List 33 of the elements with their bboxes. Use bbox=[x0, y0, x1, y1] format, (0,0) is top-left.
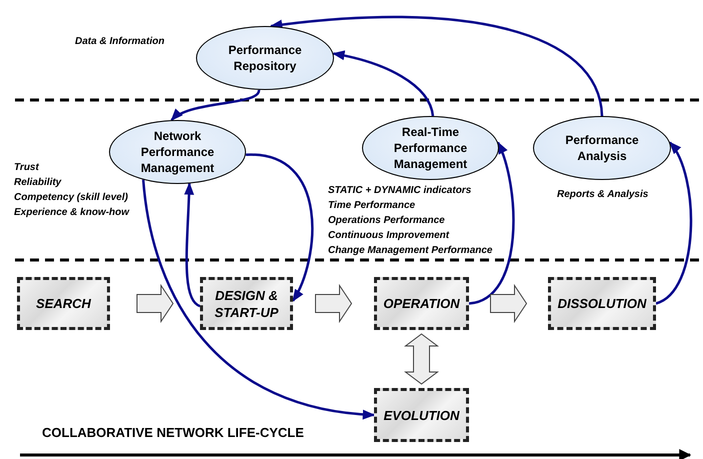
annotation-text: Reliability bbox=[14, 176, 62, 190]
block-arrow bbox=[136, 284, 174, 324]
stage-box: EVOLUTION bbox=[374, 388, 469, 442]
annotation-text: Continuous Improvement bbox=[328, 229, 450, 243]
annotation-text: STATIC + DYNAMIC indicators bbox=[328, 184, 472, 198]
arrow bbox=[246, 154, 314, 302]
arrow bbox=[332, 50, 434, 116]
block-arrow bbox=[315, 284, 352, 324]
arrow bbox=[655, 141, 692, 305]
axis-label: COLLABORATIVE NETWORK LIFE-CYCLE bbox=[42, 425, 304, 440]
annotation-text: Operations Performance bbox=[328, 214, 445, 228]
stage-box: DESIGN & START-UP bbox=[200, 277, 293, 330]
annotation-text: Time Performance bbox=[328, 199, 416, 213]
arrow bbox=[468, 141, 515, 305]
arrow bbox=[170, 90, 260, 122]
arrow bbox=[270, 16, 604, 116]
annotation-text: Data & Information bbox=[75, 35, 164, 49]
process-ellipse: Performance Analysis bbox=[533, 116, 671, 180]
annotation-text: Experience & know-how bbox=[14, 206, 130, 220]
annotation-text: Change Management Performance bbox=[328, 244, 492, 258]
process-ellipse: Real-Time Performance Management bbox=[362, 116, 499, 180]
annotation-text: Reports & Analysis bbox=[557, 188, 648, 202]
process-ellipse: Network Performance Management bbox=[109, 120, 246, 184]
arrow bbox=[184, 182, 201, 308]
stage-box: DISSOLUTION bbox=[548, 277, 656, 330]
block-arrow bbox=[490, 284, 528, 324]
process-ellipse: Performance Repository bbox=[196, 26, 334, 90]
arrow bbox=[142, 180, 376, 419]
stage-box: OPERATION bbox=[374, 277, 469, 330]
stage-box: SEARCH bbox=[17, 277, 110, 330]
annotation-text: Trust bbox=[14, 161, 39, 175]
block-arrow bbox=[404, 333, 439, 385]
annotation-text: Competency (skill level) bbox=[14, 191, 128, 205]
